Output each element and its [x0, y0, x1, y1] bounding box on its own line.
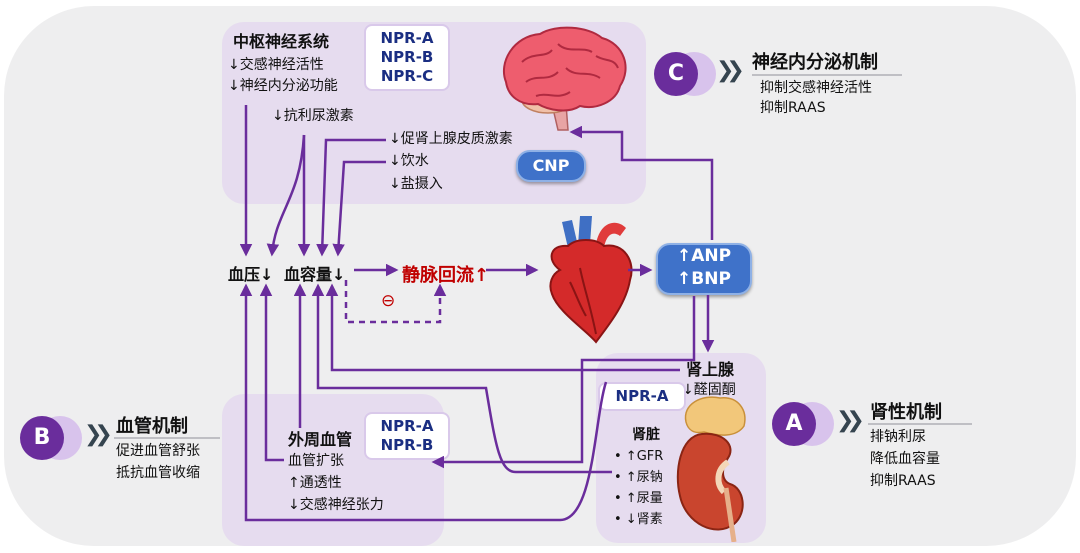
bnp-label: ↑BNP [677, 269, 731, 289]
mechanism-a-item-3: 抑制RAAS [870, 473, 936, 489]
kidney-to-bp-arrow [239, 283, 608, 522]
acth-to-volume-arrow [316, 138, 386, 257]
mechanism-b-item-2: 抵抗血管收缩 [116, 465, 200, 481]
cns-effect-2: ↓神经内分泌功能 [228, 78, 338, 94]
kidney-title: 肾脏 [632, 427, 660, 443]
mechanism-c-title: 神经内分泌机制 [752, 52, 878, 73]
mechanism-a-divider [868, 423, 972, 425]
kidney-to-volume-arrow [311, 283, 612, 474]
venous-return-label: 静脉回流↑ [402, 265, 490, 286]
cns-effect-1: ↓交感神经活性 [228, 57, 324, 73]
npr-c-label: NPR-C [380, 67, 434, 85]
npr-b-label: NPR-B [380, 436, 434, 454]
blood-pressure-label: 血压↓ [228, 265, 274, 284]
mechanism-b-divider [114, 437, 220, 439]
brain-icon [503, 26, 627, 131]
mechanism-c-item-2: 抑制RAAS [760, 100, 826, 116]
feedback-dashed-arrow [344, 280, 447, 324]
cns-title: 中枢神经系统 [233, 32, 330, 51]
cns-to-bp-arrow-2 [266, 134, 306, 257]
vessel-to-bp-arrow [259, 283, 284, 462]
mechanism-b-title: 血管机制 [116, 416, 188, 437]
kidney-icon [676, 396, 746, 542]
mechanism-c-badge: C [654, 52, 698, 96]
kidney-effect-3: • ↑尿量 [614, 491, 663, 506]
mechanism-a-badge: A [772, 402, 816, 446]
mechanism-a-item-1: 排钠利尿 [870, 429, 926, 445]
anp-label: ↑ANP [676, 246, 732, 266]
mechanism-c-divider [752, 74, 902, 76]
natriuretic-to-brain-arrow [569, 125, 714, 240]
kidney-effect-2: • ↑尿钠 [614, 470, 663, 485]
vessel-effect-3: ↓交感神经张力 [288, 497, 384, 513]
npr-a-label: NPR-A [615, 387, 669, 405]
cns-adrenal-3: ↓盐摄入 [389, 176, 443, 192]
kidney-effect-1: • ↑GFR [614, 449, 664, 464]
adrenal-title: 肾上腺 [686, 360, 735, 379]
adrenal-to-volume-arrow [325, 283, 680, 372]
vessel-npr-box: NPR-A NPR-B [364, 412, 450, 460]
cnp-pill: CNP [516, 150, 586, 182]
natriuretic-to-vessel-arrow [431, 296, 696, 469]
cns-adrenal-1: ↓促肾上腺皮质激素 [389, 131, 513, 147]
kidney-npr-box: NPR-A [598, 382, 686, 411]
vessel-effect-2: ↑通透性 [288, 475, 342, 491]
mechanism-c-item-1: 抑制交感神经活性 [760, 80, 872, 96]
adrenal-effect: ↓醛固酮 [682, 382, 736, 398]
mechanism-b-item-1: 促进血管舒张 [116, 443, 200, 459]
water-to-volume-arrow [332, 160, 386, 257]
mechanism-a-item-2: 降低血容量 [870, 451, 940, 467]
kidney-effect-4: • ↓肾素 [614, 512, 663, 527]
mechanism-a-title: 肾性机制 [870, 402, 942, 423]
mechanism-b-badge: B [20, 416, 64, 460]
cns-adh: ↓抗利尿激素 [272, 108, 354, 124]
blood-volume-label: 血容量↓ [284, 265, 346, 284]
negative-feedback-icon: ⊖ [381, 291, 396, 311]
npr-b-label: NPR-B [380, 48, 434, 66]
cns-npr-box: NPR-A NPR-B NPR-C [364, 24, 450, 91]
npr-a-label: NPR-A [380, 29, 434, 47]
vessel-effect-1: 血管扩张 [288, 453, 344, 469]
heart-icon [549, 216, 633, 344]
npr-a-label: NPR-A [380, 417, 434, 435]
vessel-title: 外周血管 [288, 430, 353, 449]
cns-adrenal-2: ↓饮水 [389, 153, 429, 169]
anp-bnp-pill: ↑ANP ↑BNP [656, 243, 752, 295]
